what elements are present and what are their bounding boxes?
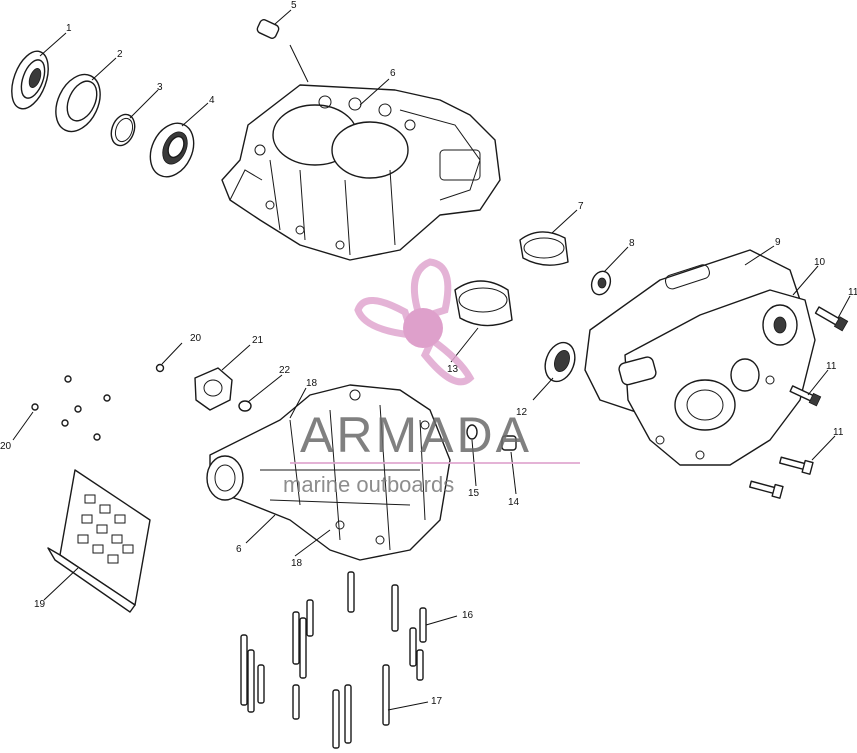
- part-19-reed-plate: [47, 469, 151, 613]
- part-15-o-ring: [466, 424, 478, 440]
- part-3-o-ring: [110, 113, 136, 147]
- callout-18-lower: 18: [291, 558, 303, 569]
- callout-11-bottom: 11: [833, 427, 844, 438]
- part-5-dowel-pin: [256, 19, 280, 39]
- callout-3: 3: [157, 82, 163, 93]
- callout-1: 1: [66, 23, 72, 34]
- callout-labels: 1 2 3 4 5 6 7 8 9 10 11 11 11 12 13 14 1…: [0, 0, 857, 707]
- watermark-brand: ARMADA: [300, 407, 532, 463]
- leader-lines: [12, 9, 851, 711]
- part-8-washer: [590, 270, 612, 296]
- callout-6-upper: 6: [390, 68, 396, 79]
- callout-5: 5: [291, 0, 297, 11]
- part-2-bearing: [55, 73, 101, 133]
- callout-20-left: 20: [0, 441, 12, 452]
- part-13-bearing-shell: [454, 280, 513, 327]
- callout-13: 13: [447, 364, 459, 375]
- callout-22: 22: [279, 365, 291, 376]
- part-10-side-cover: [618, 289, 816, 466]
- propeller-logo-icon: [354, 258, 475, 386]
- callout-11-middle: 11: [826, 361, 837, 372]
- callout-4: 4: [209, 95, 215, 106]
- part-12-seal: [544, 341, 576, 383]
- part-6-upper-crankcase: [221, 84, 501, 261]
- part-6-lower-crankcase: [206, 384, 451, 561]
- callout-8: 8: [629, 238, 635, 249]
- callout-10: 10: [814, 257, 826, 268]
- part-20-screws: [31, 363, 165, 441]
- part-11-bolts: [749, 306, 849, 499]
- callout-21: 21: [252, 335, 264, 346]
- watermark: ARMADA marine outboards: [283, 258, 580, 497]
- callout-12: 12: [516, 407, 528, 418]
- callout-15: 15: [468, 488, 480, 499]
- callout-9: 9: [775, 237, 781, 248]
- callout-6-lower: 6: [236, 544, 242, 555]
- watermark-underline: [290, 462, 580, 464]
- part-4-seal: [149, 122, 195, 178]
- part-7-bearing-shell: [519, 231, 569, 266]
- callout-20-top: 20: [190, 333, 202, 344]
- part-14-plug: [501, 435, 517, 451]
- callout-11-top: 11: [848, 287, 857, 298]
- callout-16: 16: [462, 610, 474, 621]
- callout-14: 14: [508, 497, 520, 508]
- part-16-studs: [306, 571, 427, 681]
- part-22-o-ring: [238, 400, 252, 412]
- callout-19: 19: [34, 599, 46, 610]
- part-21-cap: [194, 367, 233, 411]
- callout-7: 7: [578, 201, 584, 212]
- callout-2: 2: [117, 49, 123, 60]
- watermark-tagline: marine outboards: [283, 472, 454, 497]
- part-1-seal: [11, 50, 49, 110]
- callout-18-upper: 18: [306, 378, 318, 389]
- part-17-studs: [240, 611, 390, 749]
- callout-17: 17: [431, 696, 443, 707]
